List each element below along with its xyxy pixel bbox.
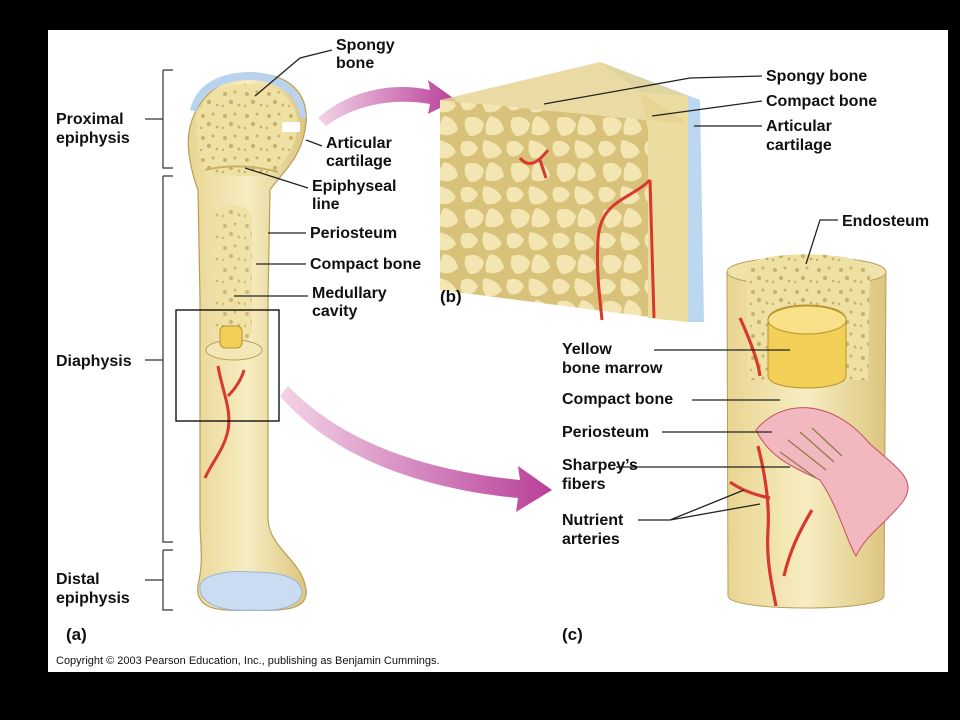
leader-epiphyseal-line bbox=[244, 167, 309, 189]
label-spongy-bone-b: Spongy bone bbox=[766, 68, 867, 85]
panel-tag-b: (b) bbox=[440, 287, 462, 306]
block-front bbox=[440, 100, 688, 322]
medullary-cavity bbox=[214, 206, 252, 344]
leader-articular-cartilage-a bbox=[305, 139, 323, 147]
panel-tag-a: (a) bbox=[66, 625, 87, 644]
label-compact-bone-c: Compact bone bbox=[562, 391, 673, 408]
label-sharpeys-fibers: Sharpey’s fibers bbox=[562, 457, 642, 493]
label-proximal-epiphysis: Proximal epiphysis bbox=[56, 111, 130, 147]
leader-spongy-bone-b bbox=[543, 75, 763, 105]
label-endosteum: Endosteum bbox=[842, 213, 929, 230]
sharpeys-fibers bbox=[779, 427, 843, 479]
label-periosteum-c: Periosteum bbox=[562, 424, 649, 441]
long-bone-illustration bbox=[175, 72, 307, 612]
epiphyseal-line bbox=[204, 165, 279, 173]
panel-tag-c: (c) bbox=[562, 625, 583, 644]
label-distal-epiphysis: Distal epiphysis bbox=[56, 571, 130, 607]
label-compact-bone-b: Compact bone bbox=[766, 93, 877, 110]
label-compact-bone-a: Compact bone bbox=[310, 256, 421, 273]
label-articular-cartilage-b: Articular cartilage bbox=[766, 118, 836, 154]
arrow-to-b bbox=[318, 80, 456, 126]
region-brackets bbox=[145, 69, 173, 611]
leader-compact-bone-b bbox=[651, 100, 763, 117]
marrow-plug bbox=[219, 325, 243, 349]
block-cartilage-edge bbox=[600, 62, 704, 322]
label-articular-cartilage-a: Articular cartilage bbox=[326, 135, 396, 170]
block-top bbox=[440, 62, 688, 124]
nutrient-artery-a bbox=[203, 365, 246, 479]
spongy-bone-block bbox=[440, 62, 704, 322]
shaft-section bbox=[726, 254, 909, 609]
leader-spongy-bone bbox=[254, 49, 333, 97]
nutrient-arteries-c bbox=[729, 317, 814, 607]
distal-cartilage bbox=[199, 571, 303, 611]
articular-cartilage-cap bbox=[190, 72, 306, 118]
label-spongy-bone-a: Spongy bone bbox=[336, 37, 399, 72]
label-diaphysis: Diaphysis bbox=[56, 353, 132, 370]
arrow-to-c bbox=[280, 386, 552, 512]
label-epiphyseal-line: Epiphyseal line bbox=[312, 178, 401, 213]
leader-nutrient-arteries bbox=[638, 489, 761, 521]
epiphysis-notch bbox=[282, 122, 300, 132]
copyright-line: Copyright © 2003 Pearson Education, Inc.… bbox=[56, 655, 440, 667]
label-periosteum-a: Periosteum bbox=[310, 225, 397, 242]
label-medullary-cavity: Medullary cavity bbox=[312, 285, 391, 320]
label-nutrient-arteries: Nutrient arteries bbox=[562, 512, 628, 548]
spongy-bone-region bbox=[196, 84, 298, 176]
leader-endosteum bbox=[805, 219, 838, 265]
yellow-marrow-top bbox=[767, 305, 847, 335]
zoom-box bbox=[175, 309, 280, 422]
artery-b bbox=[518, 149, 656, 321]
label-yellow-bone-marrow: Yellow bone marrow bbox=[562, 341, 663, 377]
